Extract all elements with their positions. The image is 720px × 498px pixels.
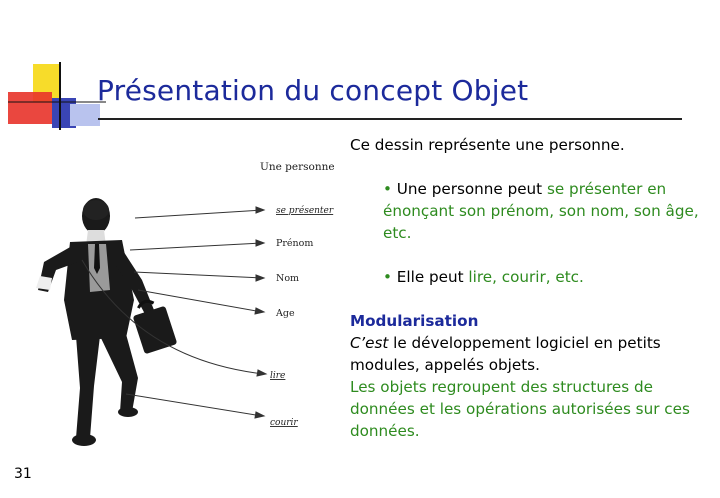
figure-heading: Une personne <box>260 161 335 173</box>
person-figure: Une personne se présenter Prénom Nom Age… <box>36 161 335 446</box>
bullet-icon: • <box>383 180 392 198</box>
bullet-1-highlight: se présenter en énonçant son prénom, son… <box>383 180 699 242</box>
bullet-2: • Elle peut lire, courir, etc. <box>350 266 710 288</box>
bullet-1-prefix: Une personne peut <box>396 180 547 198</box>
figure-label-se-presenter: se présenter <box>276 205 334 216</box>
slide-title: Présentation du concept Objet <box>97 74 529 107</box>
bullet-2-prefix: Elle peut <box>396 268 469 286</box>
figure-label-nom: Nom <box>276 273 299 284</box>
figure-label-prenom: Prénom <box>276 238 313 249</box>
modularisation-rest: le développement logiciel en petits modu… <box>350 334 661 374</box>
title-underline <box>98 118 682 120</box>
page-number: 31 <box>14 466 32 482</box>
bullet-2-highlight: lire, courir, etc. <box>468 268 584 286</box>
bullet-icon: • <box>383 268 392 286</box>
modularisation-text: C’est le développement logiciel en petit… <box>350 332 710 376</box>
person-illustration <box>36 198 177 446</box>
slide-logo <box>8 62 106 130</box>
figure-label-lire: lire <box>270 371 285 381</box>
bullet-1: • Une personne peut se présenter en énon… <box>350 178 710 244</box>
objects-description: Les objets regroupent des structures de … <box>350 378 690 440</box>
intro-text: Ce dessin représente une personne. <box>350 136 625 154</box>
figure-label-age: Age <box>275 308 295 319</box>
section-heading: Modularisation <box>350 312 479 330</box>
figure-label-courir: courir <box>270 418 298 428</box>
modularisation-italic: C’est <box>350 334 389 352</box>
slide-body: Ce dessin représente une personne. • Une… <box>350 134 710 442</box>
